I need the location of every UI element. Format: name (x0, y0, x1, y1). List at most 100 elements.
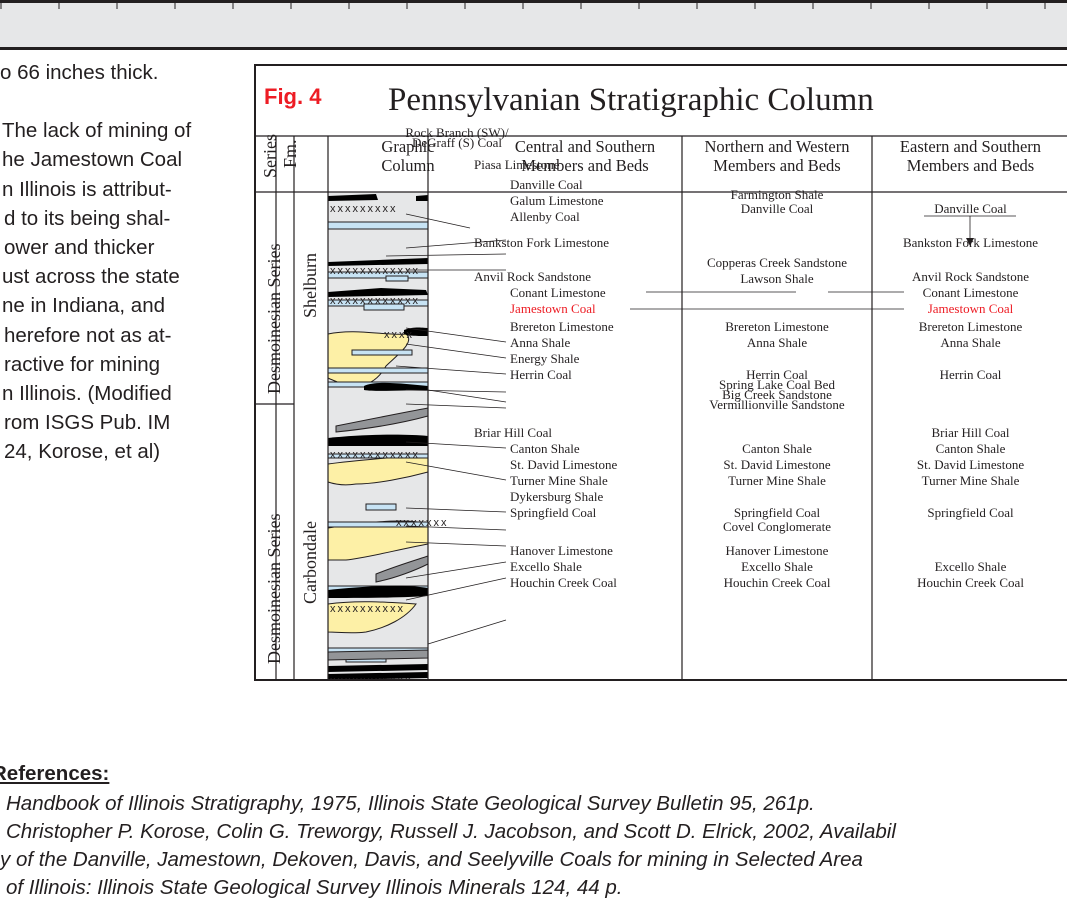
header-northern: Northern and Western Members and Beds (682, 137, 872, 175)
leader-line (427, 389, 507, 403)
member-label: Allenby Coal (510, 209, 580, 224)
limestone-bed (327, 367, 429, 374)
member-label: DeGraff (S) Coal (411, 135, 502, 150)
series-upper-label: Desmoinesian Series (264, 243, 284, 394)
member-label: Hanover Limestone (510, 543, 613, 558)
member-label: Covel Conglomerate (723, 519, 831, 534)
header-northern-line2: Members and Beds (713, 156, 841, 175)
leader-line (405, 343, 507, 359)
member-label: Herrin Coal (746, 367, 808, 382)
fm-upper-label: Shelburn (300, 253, 320, 318)
member-label: Brereton Limestone (510, 319, 614, 334)
side-text-line: ower and thicker (4, 236, 155, 260)
member-label: Vermillionville Sandstone (709, 397, 845, 412)
member-label: Houchin Creek Coal (723, 575, 831, 590)
member-label: Anna Shale (940, 335, 1001, 350)
member-label: Spring Lake Coal Bed (719, 377, 835, 392)
side-text-line: o 66 inches thick. (0, 61, 159, 84)
member-label: Danville Coal (934, 201, 1007, 216)
side-text-line: rom ISGS Pub. IM (4, 411, 171, 435)
sandstone-layer (327, 453, 429, 486)
member-label: Big Creek Sandstone (722, 387, 832, 402)
coal-seam (404, 327, 428, 336)
reference-line: Christopher P. Korose, Colin G. Treworgy… (6, 820, 896, 843)
header-graphic-line2: Column (381, 156, 435, 175)
gray-shale-band (327, 649, 429, 661)
limestone-bed (327, 221, 429, 230)
side-text-line: ne in Indiana, and (2, 294, 165, 318)
leader-line (405, 461, 507, 481)
reference-line: of Illinois: Illinois State Geological S… (6, 876, 623, 899)
underclay-marks: xxxxxxxxx (330, 203, 398, 215)
member-label: Anna Shale (510, 335, 571, 350)
leader-line (405, 389, 507, 393)
member-label: Danville Coal (510, 177, 583, 192)
leader-line (405, 403, 507, 409)
member-label: St. David Limestone (723, 457, 831, 472)
coal-seam (328, 258, 428, 266)
member-label: Anna Shale (746, 335, 808, 350)
leader-line (385, 253, 507, 257)
member-label: Bankston Fork Limestone (474, 235, 610, 250)
member-label: Anvil Rock Sandstone (912, 269, 1029, 284)
member-label: Turner Mine Shale (728, 473, 826, 488)
leader-line (405, 577, 507, 601)
member-label: Herrin Coal (939, 367, 1002, 382)
member-label: Herrin Coal (510, 367, 572, 382)
coal-seam (328, 585, 428, 598)
member-label: Dykersburg Shale (510, 489, 604, 504)
fm-lower-label: Carbondale (300, 521, 320, 604)
member-label: Turner Mine Shale (921, 473, 1020, 488)
member-label: Lawson Shale (740, 271, 814, 286)
leader-line (405, 327, 507, 343)
header-central-line1: Central and Southern (514, 137, 656, 156)
member-label: Canton Shale (742, 441, 812, 456)
member-label: Galum Limestone (510, 193, 604, 208)
side-text-line: d to its being shal- (4, 206, 171, 230)
jamestown-coal-label: Jamestown Coal (510, 301, 596, 316)
underclay-marks: xxxxxxxxxxxx (330, 295, 420, 307)
limestone-bed (351, 349, 413, 356)
member-label: Excello Shale (934, 559, 1007, 574)
figure-title: Pennsylvanian Stratigraphic Column (388, 82, 874, 118)
member-label: Springfield Coal (927, 505, 1014, 520)
member-label: Danville Coal (740, 201, 814, 216)
side-text-line: herefore not as at- (4, 323, 172, 347)
member-label: Rock Branch (SW)/ (405, 125, 509, 140)
side-text-line: n Illinois is attribut- (2, 177, 172, 201)
underclay-marks: xxxx (384, 329, 414, 341)
header-central-line2: Members and Beds (521, 156, 649, 175)
member-label: Houchin Creek Coal (917, 575, 1024, 590)
member-label: Brereton Limestone (725, 319, 829, 334)
header-fm: Fm. (280, 139, 300, 168)
member-label: Copperas Creek Sandstone (706, 255, 848, 270)
top-banner (0, 0, 1067, 50)
member-label: Briar Hill Coal (931, 425, 1010, 440)
member-label: Briar Hill Coal (474, 425, 552, 440)
leader-line (405, 561, 507, 579)
side-text-line: n Illinois. (Modified (2, 382, 172, 406)
reference-line: y of the Danville, Jamestown, Dekoven, D… (0, 848, 863, 871)
underclay-marks: xxxxxxxxxxxx (330, 449, 420, 461)
limestone-bed (365, 503, 397, 511)
underclay-marks: xxxxxxxxxxxx (330, 265, 420, 277)
leader-line (395, 365, 507, 375)
member-label: Houchin Creek Coal (510, 575, 617, 590)
coal-seam (328, 664, 428, 672)
underclay-marks: xxxxxxxxxxx (330, 675, 413, 681)
member-label: Excello Shale (741, 559, 813, 574)
limestone-bed (363, 303, 405, 311)
member-label: Farmington Shale (730, 187, 824, 202)
member-label: St. David Limestone (510, 457, 618, 472)
header-series: Series (260, 134, 280, 178)
member-label: Springfield Coal (510, 505, 597, 520)
member-label: St. David Limestone (916, 457, 1025, 472)
coal-seam (328, 194, 378, 201)
header-northern-line1: Northern and Western (704, 137, 850, 156)
member-label: Excello Shale (510, 559, 582, 574)
member-label: Anvil Rock Sandstone (474, 269, 591, 284)
side-text-line: ractive for mining (4, 352, 161, 376)
member-label: Canton Shale (935, 441, 1006, 456)
header-eastern-line2: Members and Beds (906, 156, 1035, 175)
